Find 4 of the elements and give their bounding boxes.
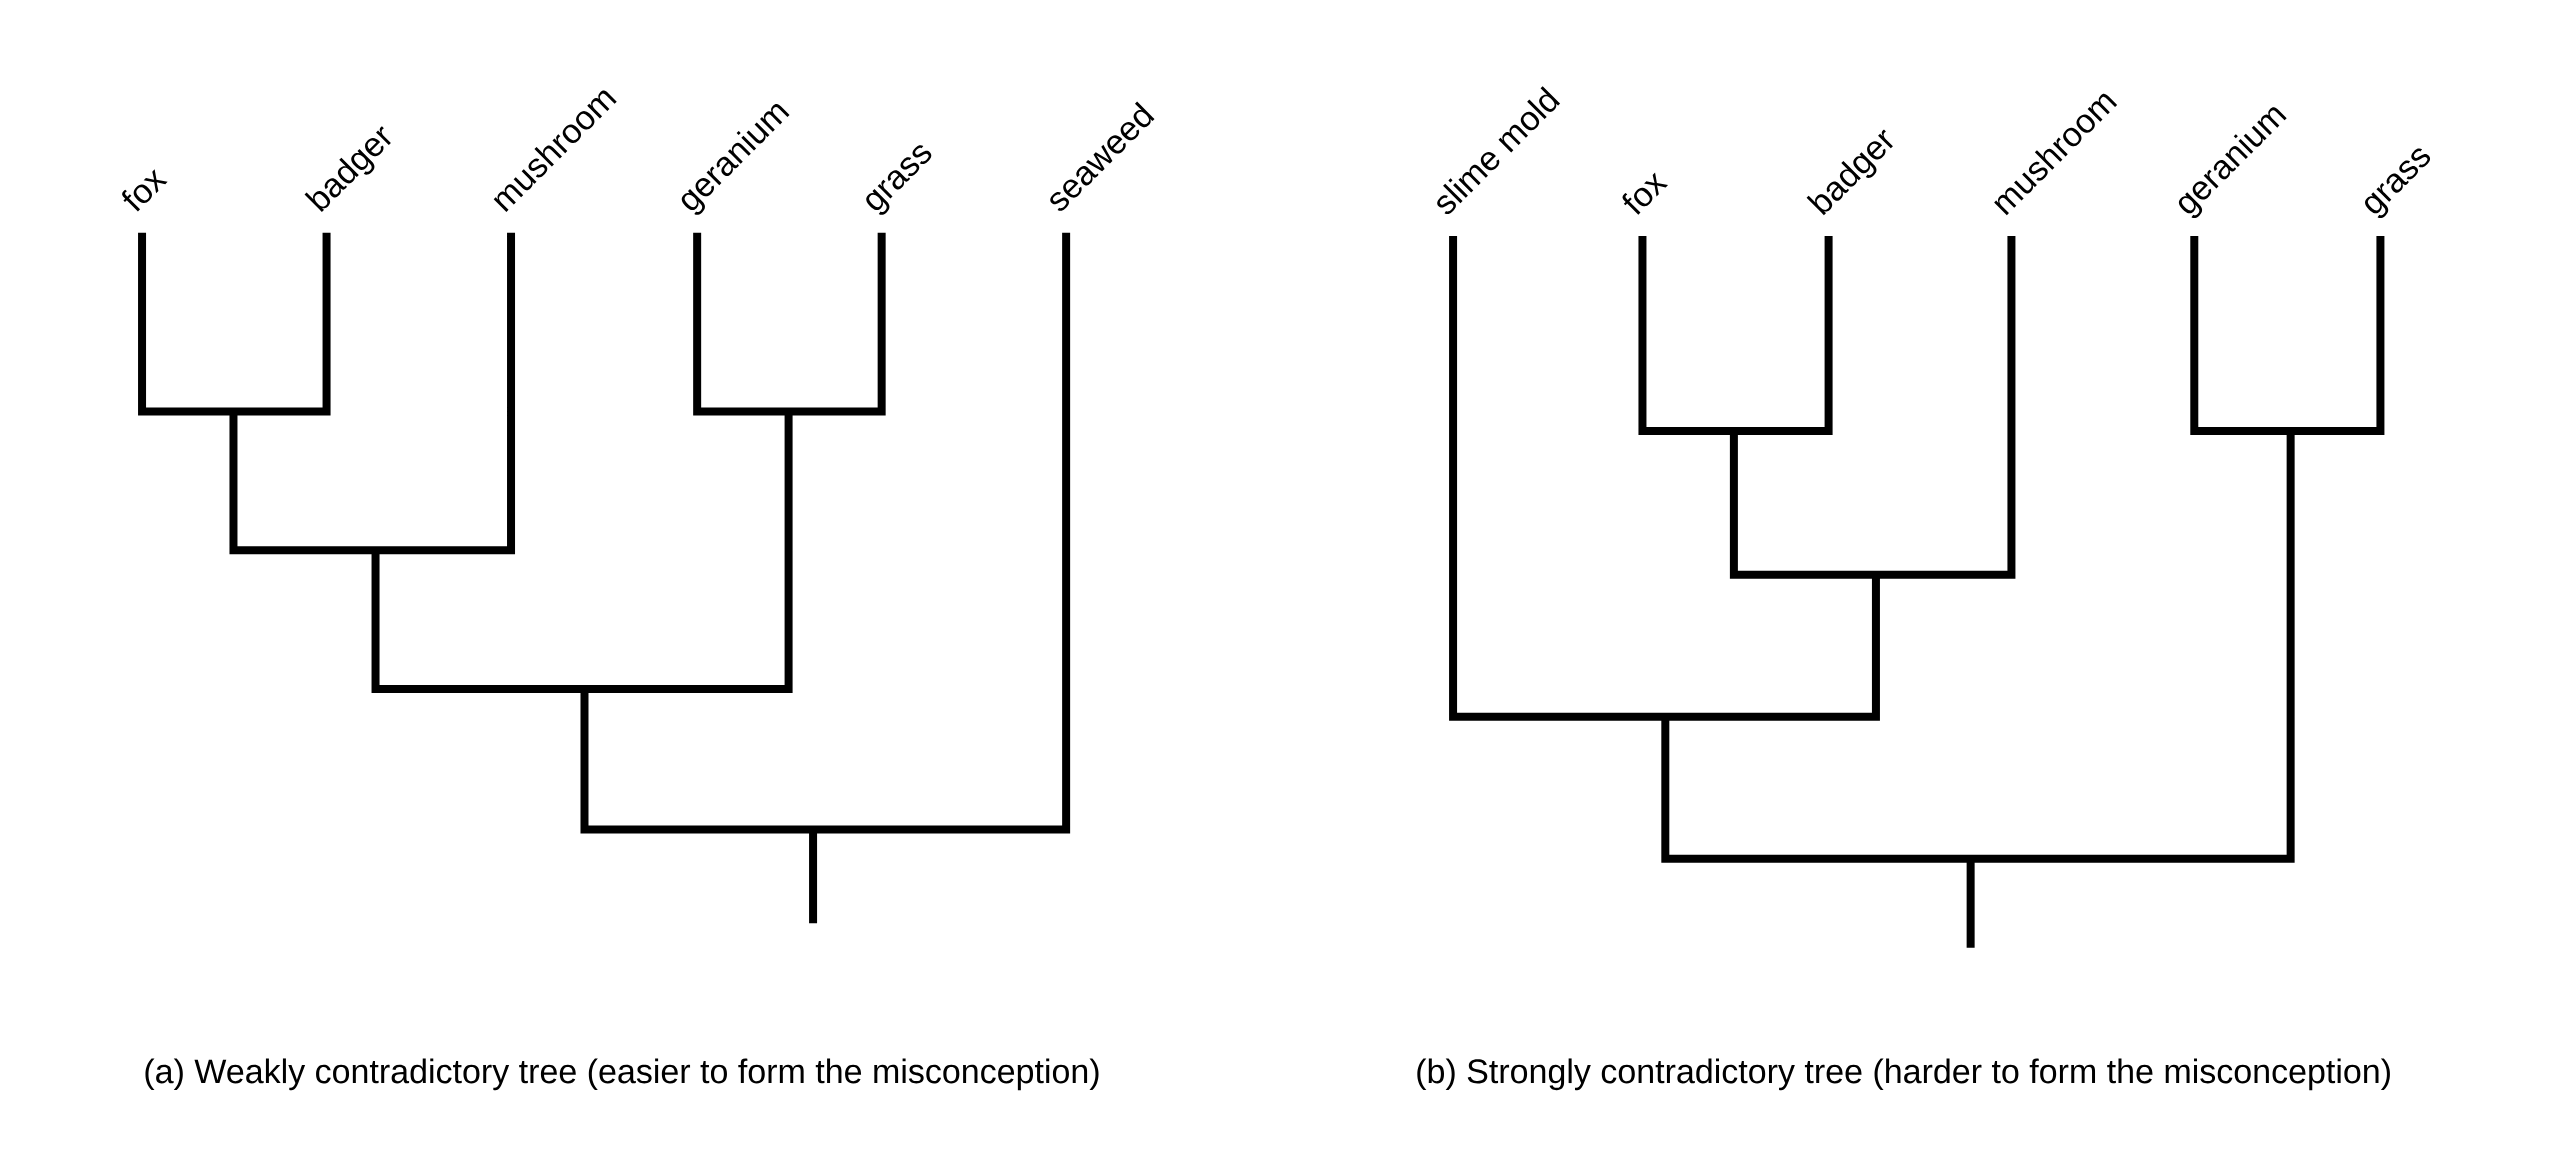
caption: (b) Strongly contradictory tree (harder to form the misconception): [1417, 1058, 2390, 1091]
leaf-label: fox: [1622, 172, 1669, 215]
leaf-label: fox: [122, 169, 168, 212]
caption: (a) Weakly contradictory tree (easier to form the misconception): [145, 1058, 1099, 1091]
